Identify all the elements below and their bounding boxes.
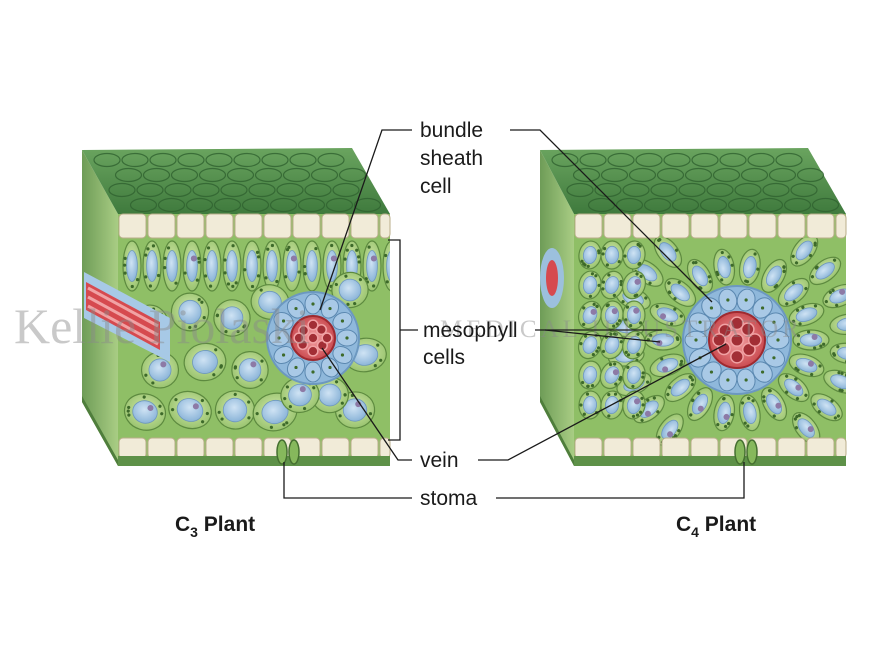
cell [162, 240, 182, 292]
cell [231, 350, 269, 390]
c3-longitudinal-vein [84, 272, 170, 362]
c3-upper-epidermis [118, 213, 391, 239]
cell [331, 271, 369, 309]
cell [282, 240, 302, 292]
c3-vein [290, 315, 336, 361]
c4-upper-epidermis [574, 213, 847, 239]
watermark-name: Kellie Piolaski [14, 298, 310, 354]
cell [280, 376, 320, 414]
caption-c3-plant: C3 Plant [175, 513, 255, 540]
cell [621, 270, 647, 300]
c4-side-face [540, 150, 574, 466]
cell [686, 387, 714, 422]
c4-mesophyll-cells [577, 238, 846, 446]
cell [644, 329, 682, 351]
cell [829, 342, 846, 365]
cell [788, 302, 825, 327]
cell [577, 300, 603, 330]
cell [790, 238, 819, 267]
cell [182, 240, 202, 292]
cell [777, 373, 810, 403]
cell [791, 412, 821, 445]
c4-leaf-block [540, 148, 847, 466]
cell [578, 240, 602, 270]
cell [382, 240, 390, 292]
label-mesophyll-cells: mesophyll cells [423, 319, 518, 369]
cell [222, 240, 242, 292]
c4-side-vein [540, 248, 564, 308]
cell [809, 256, 842, 286]
cell [213, 299, 251, 337]
leader-lines [283, 129, 745, 499]
cell [653, 238, 683, 268]
svg-text:bundle: bundle [420, 119, 483, 142]
cell [362, 240, 382, 292]
cell [622, 360, 646, 390]
cell [622, 240, 646, 270]
c4-lower-epidermis [574, 437, 847, 459]
cell [578, 360, 602, 390]
cell [760, 387, 788, 422]
watermark: Kellie Piolaski MEDICAL ILLUSTRATOR [14, 298, 799, 354]
c3-stoma [276, 439, 300, 465]
cell [664, 277, 697, 307]
cell [600, 240, 624, 270]
cell [250, 284, 290, 320]
cell [788, 353, 825, 378]
svg-text:cells: cells [423, 346, 465, 369]
cell [599, 360, 625, 390]
cell [122, 240, 142, 292]
cell [302, 240, 322, 292]
c4-vein [708, 311, 766, 369]
cell [622, 390, 646, 420]
svg-text:cell: cell [420, 175, 452, 198]
cell [242, 240, 262, 292]
cell [123, 393, 167, 431]
label-vein: vein [420, 449, 459, 472]
c4-stoma [734, 439, 758, 465]
cell [738, 394, 761, 432]
cell [262, 240, 282, 292]
cell [810, 393, 843, 422]
cell [738, 248, 761, 286]
label-bundle-sheath-cell: bundle sheath cell [420, 119, 483, 198]
svg-text:sheath: sheath [420, 147, 483, 170]
cell [142, 240, 162, 292]
cell [792, 329, 830, 351]
cell [622, 330, 646, 360]
cell [600, 270, 624, 300]
cell [311, 376, 349, 414]
cell [822, 283, 846, 309]
c3-leaf-block [82, 148, 391, 466]
cell [829, 313, 846, 335]
c4-top-cell-pattern [551, 152, 840, 213]
cell [777, 277, 810, 307]
cell [713, 394, 736, 432]
cell [170, 292, 210, 332]
cell [622, 300, 646, 330]
c3-lower-epidermis [118, 437, 391, 459]
label-stoma: stoma [420, 487, 478, 510]
c3-top-cell-pattern [93, 152, 382, 213]
cell [214, 390, 256, 430]
cell [713, 248, 736, 286]
cell [168, 390, 212, 430]
cell [183, 342, 227, 382]
svg-text:mesophyll: mesophyll [423, 319, 518, 342]
cell [664, 373, 697, 403]
cell [649, 302, 686, 327]
cell [760, 258, 788, 293]
cell [823, 369, 846, 394]
cell [202, 240, 222, 292]
caption-c4-plant: C4 Plant [676, 513, 756, 540]
